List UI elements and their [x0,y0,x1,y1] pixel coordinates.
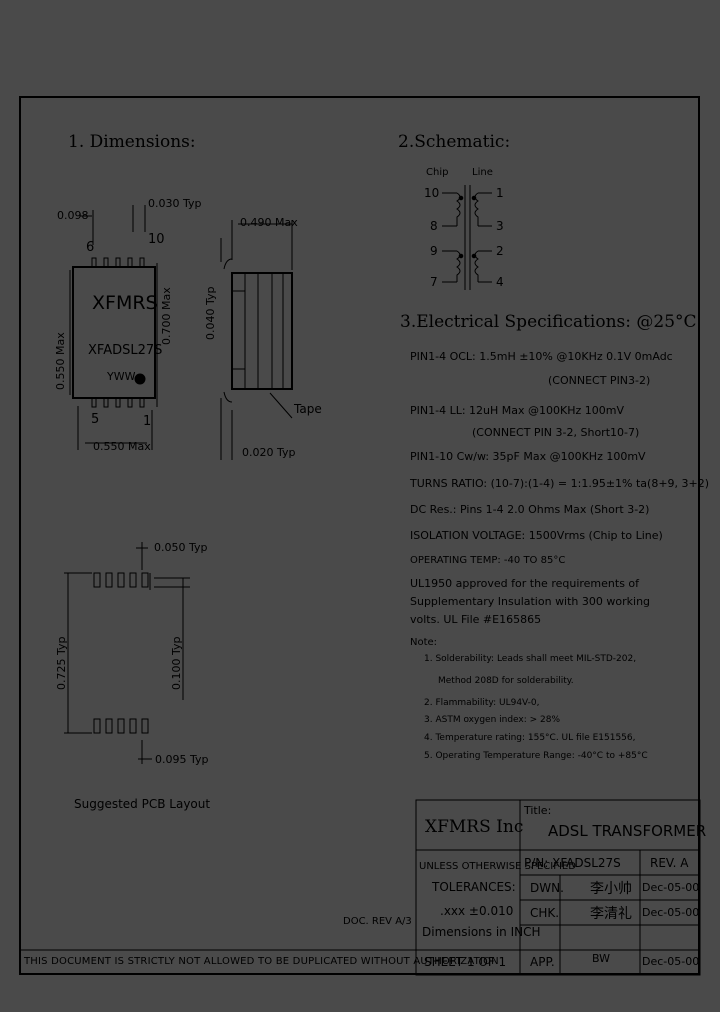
dim-0550-left: 0.550 Max [54,332,67,390]
schematic-right-pin: 3 [496,219,504,233]
schematic-line-label: Line [472,167,493,178]
chip-brand: XFMRS [92,292,158,314]
dim-0050: 0.050 Typ [154,541,208,554]
dim-0030: 0.030 Typ [148,197,202,210]
dim-0095: 0.095 Typ [155,753,209,766]
chk-date: Dec-05-00 [642,906,700,919]
chip-part-number: XFADSL27S [88,343,163,358]
pcb-layout-drawing [64,542,190,764]
note-item: 3. ASTM oxygen index: > 28% [424,715,561,725]
schematic-right-pin: 4 [496,275,504,289]
chk-label: CHK. [530,906,560,920]
dim-0490: 0.490 Max [240,216,298,229]
title-block-lines [19,799,701,976]
spec-line: PIN1-4 LL: 12uH Max @100KHz 100mV [410,404,624,417]
unless-specified: UNLESS OTHERWISE SPECIFIED [419,861,576,872]
chip-side-body [231,272,293,390]
chip-top-pins [91,257,145,408]
schematic-left-pin: 8 [430,219,438,233]
spec-line: volts. UL File #E165865 [410,613,542,626]
drawing-sheet [19,96,700,975]
section-schematic-title: 2.Schematic: [398,132,511,152]
pin-label-6: 6 [86,240,95,255]
schematic-left-pin: 10 [424,186,440,200]
sheet-number: SHEET 1 OF 1 [424,955,507,969]
dim-0100: 0.100 Typ [170,636,183,691]
tolerance-xxx: .xxx ±0.010 [440,904,514,918]
dwn-label: DWN. [530,881,564,895]
notes-title: Note: [410,637,438,648]
tolerances-label: TOLERANCES: [432,880,516,894]
chip-date-code: YWW [107,370,136,383]
spec-line: UL1950 approved for the requirements of [410,577,640,590]
section-dimensions-title: 1. Dimensions: [68,132,196,152]
dwn-signature: 李小帅 [590,881,632,897]
pin-label-10: 10 [148,232,165,247]
pin-label-1: 1 [143,414,152,429]
pin-label-5: 5 [91,412,100,427]
dim-0020: 0.020 Typ [242,446,296,459]
spec-line: OPERATING TEMP: -40 TO 85°C [410,555,566,566]
app-signature: BW [592,952,611,965]
dimensions-in: Dimensions in INCH [422,925,541,939]
note-item: 4. Temperature rating: 155°C. UL file E1… [424,733,636,743]
app-label: APP. [530,955,555,969]
spec-line: DC Res.: Pins 1-4 2.0 Ohms Max (Short 3-… [410,503,650,516]
schematic-drawing [442,185,492,290]
footer-notice: THIS DOCUMENT IS STRICTLY NOT ALLOWED TO… [24,956,499,967]
schematic-right-pin: 2 [496,244,504,258]
dim-0098: 0.098 [57,209,89,222]
app-date: Dec-05-00 [642,955,700,968]
dim-0550-bottom: 0.550 Max [93,440,151,453]
chip-top-body [72,266,156,399]
revision: REV. A [650,856,689,870]
note-item: Method 208D for solderability. [438,676,574,686]
pcb-layout-caption: Suggested PCB Layout [74,797,211,811]
note-item: 2. Flammability: UL94V-0, [424,698,540,708]
schematic-right-pin: 1 [496,186,504,200]
spec-line: TURNS RATIO: (10-7):(1-4) = 1:1.95±1% ta… [410,477,710,490]
dim-0700: 0.700 Max [160,287,173,345]
doc-rev: DOC. REV A/3 [343,916,412,927]
spec-line: ISOLATION VOLTAGE: 1500Vrms (Chip to Lin… [410,529,663,542]
schematic-chip-label: Chip [426,167,449,178]
part-number: P/N: XFADSL27S [524,856,621,870]
section-electrical-title: 3.Electrical Specifications: @25°C [400,312,697,332]
spec-line: PIN1-10 Cw/w: 35pF Max @100KHz 100mV [410,450,646,463]
note-item: 1. Solderability: Leads shall meet MIL-S… [424,654,637,664]
dwn-date: Dec-05-00 [642,881,700,894]
document-title: ADSL TRANSFORMER [548,822,707,840]
spec-line: PIN1-4 OCL: 1.5mH ±10% @10KHz 0.1V 0mAdc [410,350,673,363]
note-item: 5. Operating Temperature Range: -40°C to… [424,751,648,761]
tape-label: Tape [294,402,322,416]
company-name: XFMRS Inc [425,817,524,837]
schematic-left-pin: 7 [430,275,438,289]
chk-signature: 李清礼 [590,906,632,922]
pin1-dot [134,373,146,385]
title-label: Title: [524,804,552,817]
dim-0725: 0.725 Typ [55,636,68,691]
spec-line: Supplementary Insulation with 300 workin… [410,595,651,608]
spec-line: (CONNECT PIN3-2) [548,374,651,387]
schematic-left-pin: 9 [430,244,438,258]
spec-line: (CONNECT PIN 3-2, Short10-7) [472,426,640,439]
dim-0040: 0.040 Typ [204,286,217,341]
